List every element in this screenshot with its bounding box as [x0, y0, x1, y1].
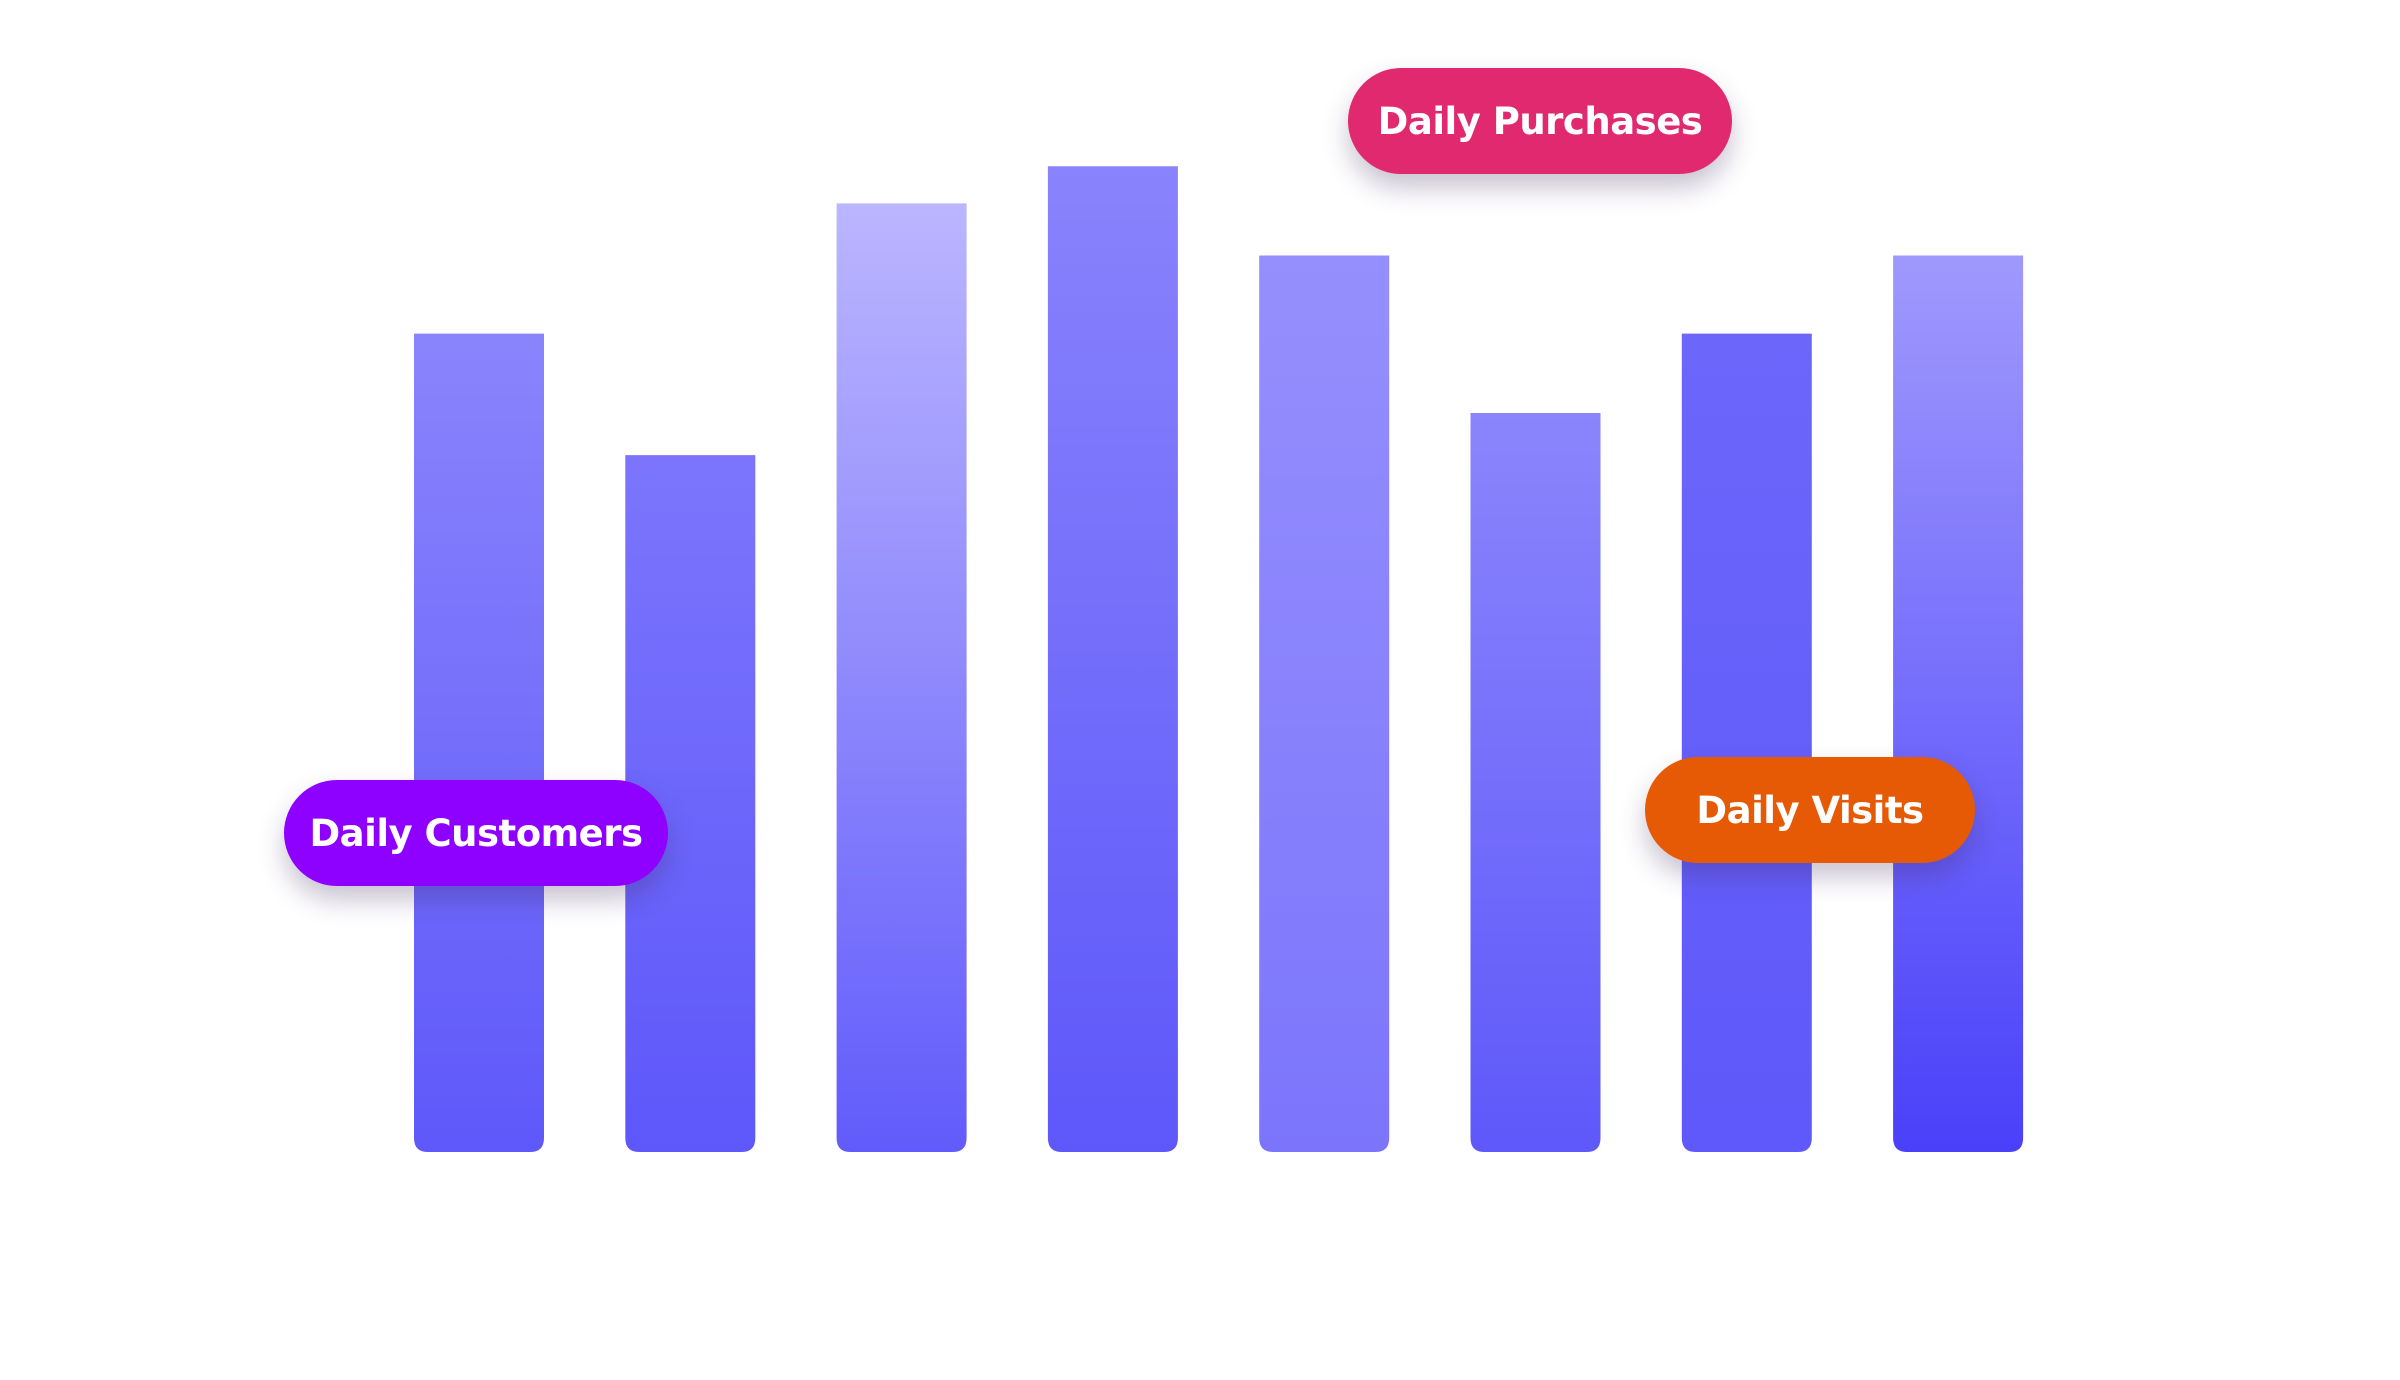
bar-3 [836, 203, 967, 1152]
bar-6 [1470, 412, 1601, 1153]
bar-4 [1047, 166, 1178, 1152]
bar-2 [625, 455, 756, 1152]
bar-7 [1681, 333, 1812, 1153]
daily-purchases-label: Daily Purchases [1348, 68, 1732, 174]
daily-customers-label: Daily Customers [284, 780, 668, 886]
bars-group [414, 166, 2024, 1153]
bar-8 [1893, 255, 2024, 1153]
daily-visits-label: Daily Visits [1645, 757, 1975, 863]
bar-1 [414, 333, 544, 1153]
bar-5 [1259, 255, 1390, 1153]
